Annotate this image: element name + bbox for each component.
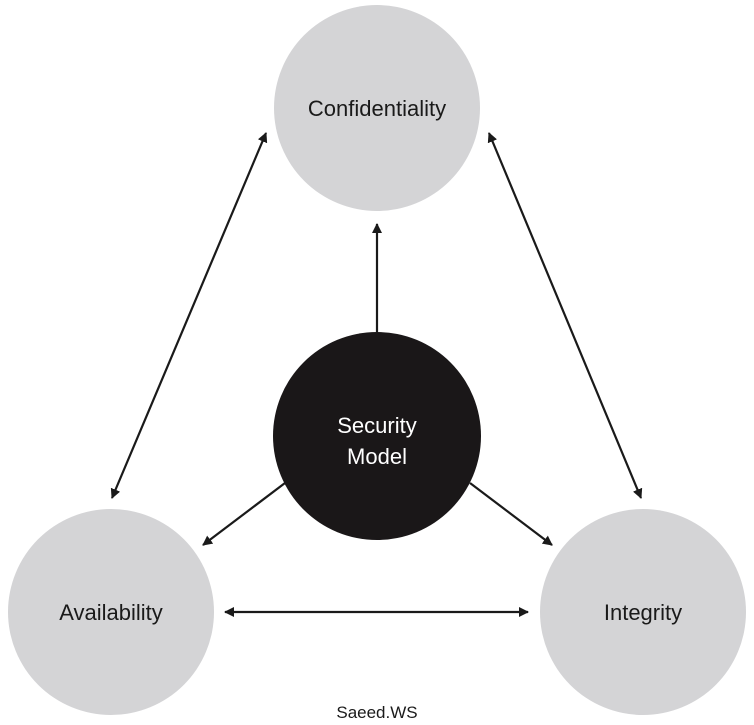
node-integrity: Integrity bbox=[540, 509, 746, 715]
node-security-model-circle bbox=[273, 332, 481, 540]
arrow-center-to-integrity bbox=[469, 482, 553, 546]
node-confidentiality-label: Confidentiality bbox=[308, 96, 446, 121]
watermark-text: Saeed.WS bbox=[336, 703, 417, 722]
node-availability-circle bbox=[8, 509, 214, 715]
node-security-model-label-line1: Security bbox=[337, 413, 416, 438]
arrow-confidentiality-integrity bbox=[487, 132, 643, 499]
node-integrity-label: Integrity bbox=[604, 600, 682, 625]
node-confidentiality: Confidentiality bbox=[274, 5, 480, 211]
node-security-model: Security Model bbox=[273, 332, 481, 540]
node-integrity-circle bbox=[540, 509, 746, 715]
node-confidentiality-circle bbox=[274, 5, 480, 211]
arrow-confidentiality-availability bbox=[110, 132, 268, 499]
node-availability-label: Availability bbox=[59, 600, 163, 625]
arrow-center-to-availability bbox=[202, 482, 286, 546]
node-availability: Availability bbox=[8, 509, 214, 715]
node-security-model-label-line2: Model bbox=[347, 444, 407, 469]
